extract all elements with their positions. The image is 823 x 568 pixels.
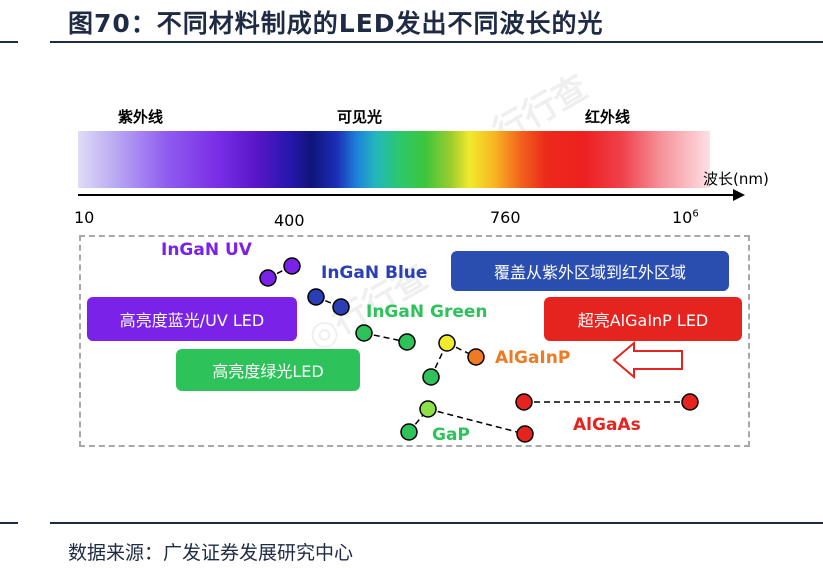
gap-dot bbox=[516, 425, 534, 443]
led-materials-panel bbox=[79, 235, 750, 447]
tick-760: 760 bbox=[490, 208, 521, 227]
ingan-blue-dot bbox=[332, 298, 350, 316]
algainp-dot bbox=[467, 348, 485, 366]
axis-name: 波长(nm) bbox=[703, 170, 769, 188]
ingan-green-dot bbox=[355, 324, 373, 342]
algainp-led-callout: 超亮AlGaInP LED bbox=[544, 297, 742, 341]
gap-link bbox=[427, 408, 526, 435]
bottom-rule bbox=[0, 522, 823, 524]
ingan-blue-dot bbox=[307, 288, 325, 306]
spectrum-bar bbox=[78, 131, 710, 188]
algainp-label: AlGaInP bbox=[495, 348, 571, 368]
source-note: 数据来源：广发证券发展研究中心 bbox=[68, 542, 354, 564]
ingan-uv-dot bbox=[259, 269, 277, 287]
algainp-dot bbox=[422, 368, 440, 386]
coverage-callout: 覆盖从紫外区域到红外区域 bbox=[451, 251, 729, 291]
algaas-dot bbox=[681, 393, 699, 411]
algainp-dot bbox=[438, 334, 456, 352]
axis-arrow-icon bbox=[733, 189, 745, 201]
uv-led-callout: 高亮度蓝光/UV LED bbox=[87, 297, 297, 341]
visible-region-label: 可见光 bbox=[337, 108, 383, 126]
algaas-label: AlGaAs bbox=[573, 415, 641, 435]
ingan-green-label: InGaN Green bbox=[366, 302, 488, 322]
ingan-green-dot bbox=[398, 333, 416, 351]
gap-dot bbox=[400, 423, 418, 441]
ingan-blue-label: InGaN Blue bbox=[321, 263, 428, 283]
tick-1e6-exp: 6 bbox=[692, 208, 699, 220]
left-arrow-icon bbox=[612, 340, 683, 380]
gap-label: GaP bbox=[432, 425, 470, 445]
gap-dot bbox=[419, 400, 437, 418]
tick-1e6: 106 bbox=[672, 208, 699, 227]
wavelength-axis bbox=[78, 194, 736, 196]
ir-region-label: 红外线 bbox=[585, 108, 631, 126]
algaas-dot bbox=[515, 393, 533, 411]
tick-1e6-base: 10 bbox=[672, 208, 693, 227]
tick-400: 400 bbox=[274, 211, 305, 230]
tick-10: 10 bbox=[74, 208, 95, 227]
ingan-uv-dot bbox=[283, 257, 301, 275]
green-led-callout: 高亮度绿光LED bbox=[176, 349, 360, 391]
top-rule bbox=[0, 41, 823, 43]
ingan-uv-label: InGaN UV bbox=[161, 240, 252, 260]
figure-title: 图70：不同材料制成的LED发出不同波长的光 bbox=[68, 9, 604, 38]
uv-region-label: 紫外线 bbox=[118, 108, 164, 126]
ingan-green-link bbox=[363, 332, 408, 343]
